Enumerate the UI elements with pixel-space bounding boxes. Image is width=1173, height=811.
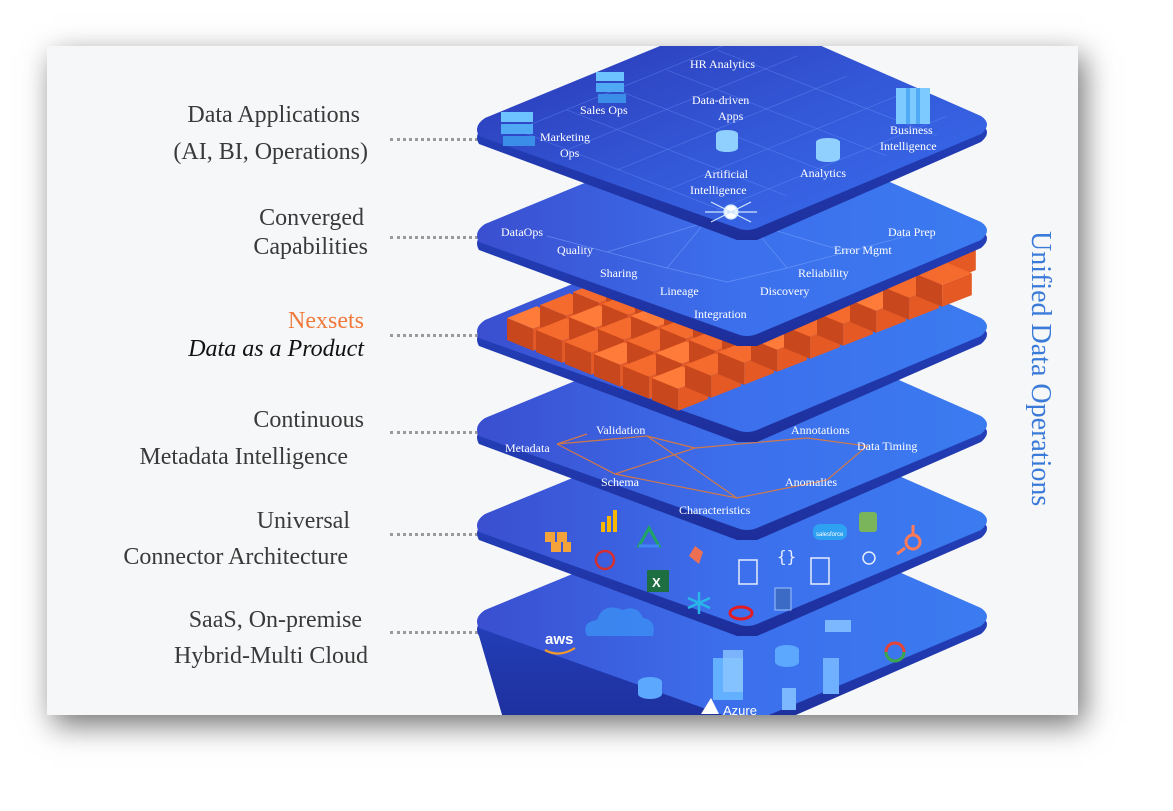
svg-text:X: X — [652, 575, 661, 590]
pipeline-icon — [689, 546, 703, 564]
label-continuous: Continuous — [253, 407, 364, 433]
layer-applications: HR Analytics Sales Ops Data-driven Apps … — [477, 46, 987, 240]
svg-text:Unified Data Operations: Unified Data Operations — [1025, 231, 1056, 506]
analytics-bars-icon — [601, 510, 617, 532]
label-connector-architecture: Connector Architecture — [123, 544, 348, 570]
label-universal: Universal — [256, 508, 350, 534]
cap-integration: Integration — [694, 307, 747, 321]
label-nexsets: Nexsets — [288, 308, 364, 334]
label-converged-2: Capabilities — [253, 234, 368, 260]
oracle-icon — [728, 605, 754, 621]
app-ops: Ops — [560, 146, 580, 160]
label-saas: SaaS, On-premise — [188, 607, 362, 633]
cap-quality: Quality — [557, 243, 593, 257]
app-sales-ops: Sales Ops — [580, 103, 628, 117]
label-converged-1: Converged — [259, 205, 364, 231]
connector-dots-5 — [390, 533, 478, 536]
nexset-cube-block — [916, 262, 972, 307]
cap-reliability: Reliability — [798, 266, 849, 280]
json-file-icon — [738, 559, 758, 585]
connector-dots-3 — [390, 334, 478, 337]
app-artificial: Artificial — [704, 167, 749, 181]
azure-text: Azure — [723, 703, 757, 715]
app-ai-intelligence: Intelligence — [690, 183, 747, 197]
cap-sharing: Sharing — [600, 266, 637, 280]
slide: Data Applications (AI, BI, Operations) C… — [47, 46, 1078, 715]
metadata-network — [556, 433, 869, 499]
label-data-applications-2: (AI, BI, Operations) — [173, 139, 368, 165]
layer-stack: aws Azure — [477, 46, 987, 715]
code-braces-icon: {} — [777, 547, 796, 566]
graph-icon — [594, 549, 616, 571]
html-file-icon — [810, 557, 830, 585]
search-connector-icon — [862, 551, 876, 565]
label-metadata-intelligence: Metadata Intelligence — [139, 444, 348, 470]
label-data-applications-1: Data Applications — [187, 102, 360, 128]
aws-smile-icon — [544, 647, 576, 655]
meta-anomalies: Anomalies — [785, 475, 837, 489]
meta-schema: Schema — [601, 475, 640, 489]
excel-icon — [647, 570, 669, 592]
app-database-icons — [716, 130, 840, 162]
meta-annotations: Annotations — [791, 423, 850, 437]
meta-validation: Validation — [596, 423, 645, 437]
database-icons — [638, 620, 851, 710]
storage-icon — [774, 587, 792, 611]
aws-text: aws — [545, 631, 573, 648]
label-data-as-product: Data as a Product — [188, 336, 364, 362]
snowflake-icon — [687, 592, 711, 614]
connector-dots-4 — [390, 431, 478, 434]
app-cube-icons — [501, 72, 930, 146]
meta-data-timing: Data Timing — [857, 439, 917, 453]
nexset-cube — [916, 262, 972, 285]
connector-dots-6 — [390, 631, 478, 634]
cap-discovery: Discovery — [760, 284, 809, 298]
app-apps: Apps — [718, 109, 744, 123]
meta-metadata: Metadata — [505, 441, 550, 455]
label-hybrid: Hybrid-Multi Cloud — [173, 643, 368, 669]
cap-error-mgmt: Error Mgmt — [834, 243, 892, 257]
app-business: Business — [890, 123, 933, 137]
cap-dataops: DataOps — [501, 225, 543, 239]
salesforce-icon — [813, 524, 847, 540]
app-marketing: Marketing — [540, 130, 590, 144]
app-hr-analytics: HR Analytics — [690, 57, 755, 71]
azure-icon — [701, 698, 719, 714]
nexset-cube-block — [850, 288, 906, 333]
svg-text:salesforce: salesforce — [816, 532, 844, 538]
app-data-driven: Data-driven — [692, 93, 749, 107]
connector-dots-1 — [390, 138, 478, 141]
aws-cubes-icon — [545, 532, 571, 552]
connector-dots-2 — [390, 236, 478, 239]
side-title: Unified Data Operations — [1025, 231, 1056, 506]
cap-data-prep: Data Prep — [888, 225, 936, 239]
app-intelligence: Intelligence — [880, 139, 937, 153]
ai-network-icon — [705, 201, 757, 223]
meta-characteristics: Characteristics — [679, 503, 751, 517]
cap-lineage: Lineage — [660, 284, 699, 298]
app-analytics: Analytics — [800, 166, 846, 180]
shopify-icon — [859, 512, 877, 532]
cloud-icon — [585, 607, 654, 636]
